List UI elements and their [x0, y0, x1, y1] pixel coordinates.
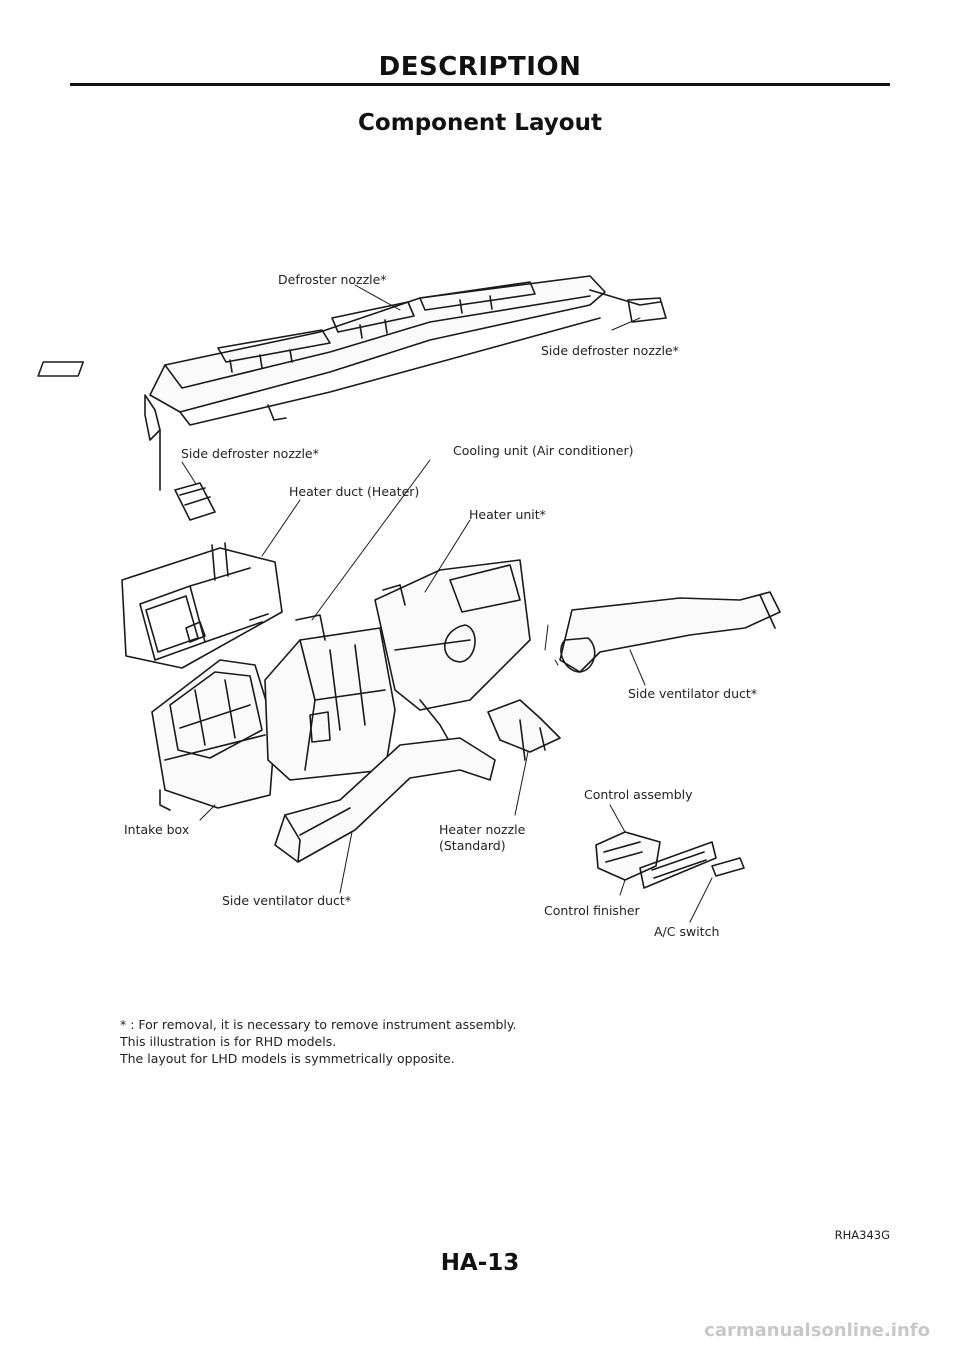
note-line: * : For removal, it is necessary to remo…: [120, 1017, 517, 1032]
label-intake-box: Intake box: [124, 822, 190, 837]
side-ventilator-duct-left-drawing: [274, 737, 496, 863]
page-title: Component Layout: [358, 110, 602, 136]
cooling-unit-drawing: [264, 614, 396, 781]
header-rule: [70, 83, 890, 86]
label-cooling-unit: Cooling unit (Air conditioner): [453, 443, 634, 458]
label-defroster-nozzle: Defroster nozzle*: [278, 272, 387, 287]
label-heater-duct: Heater duct (Heater): [289, 484, 420, 499]
watermark: carmanualsonline.info: [704, 1320, 930, 1341]
control-assembly-drawing: [595, 831, 661, 881]
side-defroster-nozzle-left-drawing: [174, 482, 216, 521]
ac-switch-drawing: [711, 857, 745, 877]
label-side-ventilator-duct-right: Side ventilator duct*: [628, 686, 758, 701]
note-line: This illustration is for RHD models.: [120, 1034, 337, 1049]
side-ventilator-duct-right-drawing: [559, 591, 781, 673]
heater-unit-drawing: [374, 559, 531, 771]
leader-lines: [181, 284, 713, 923]
label-ac-switch: A/C switch: [654, 924, 720, 939]
label-heater-unit: Heater unit*: [469, 507, 546, 522]
figure-code: RHA343G: [834, 1228, 890, 1242]
control-finisher-drawing: [639, 841, 717, 889]
label-heater-nozzle-standard: (Standard): [439, 838, 506, 853]
defroster-nozzle-drawing: [37, 275, 667, 491]
label-side-defroster-nozzle-right: Side defroster nozzle*: [541, 343, 679, 358]
label-control-assembly: Control assembly: [584, 787, 693, 802]
section-header: DESCRIPTION: [378, 52, 582, 82]
intake-box-drawing: [151, 659, 276, 811]
notes-block: * : For removal, it is necessary to remo…: [120, 1016, 517, 1067]
heater-duct-drawing: [121, 542, 283, 669]
note-line: The layout for LHD models is symmetrical…: [120, 1051, 455, 1066]
page-number: HA-13: [440, 1250, 520, 1276]
label-side-defroster-nozzle-left: Side defroster nozzle*: [181, 446, 319, 461]
label-heater-nozzle: Heater nozzle: [439, 822, 526, 837]
label-side-ventilator-duct-left: Side ventilator duct*: [222, 893, 352, 908]
label-control-finisher: Control finisher: [544, 903, 640, 918]
heater-nozzle-drawing: [487, 699, 561, 761]
